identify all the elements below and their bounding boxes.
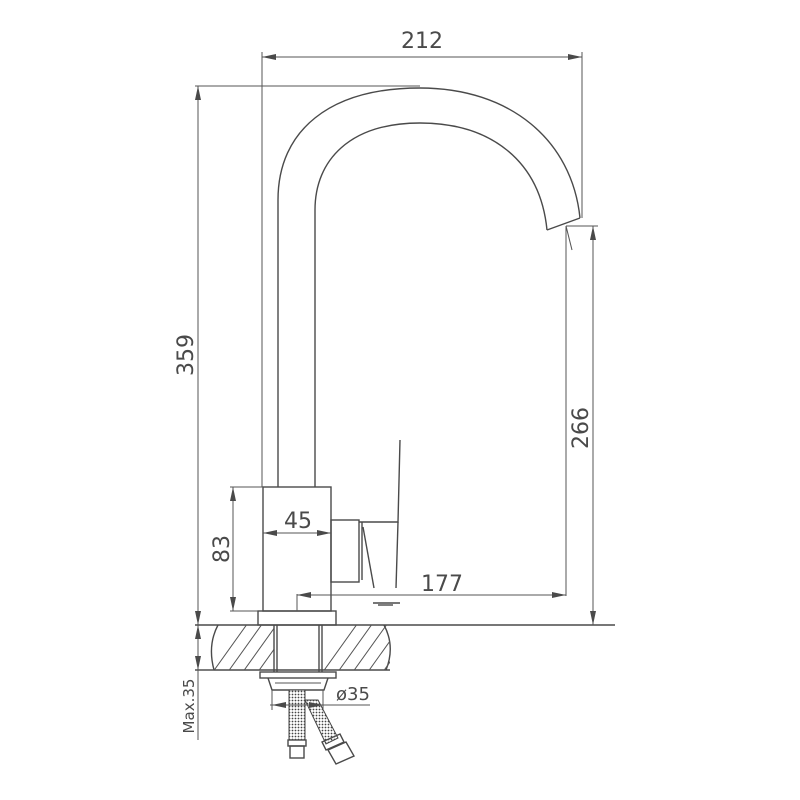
dimension-body-height: 83 — [210, 486, 263, 612]
dimension-overall-height: 359 — [174, 85, 420, 625]
faucet-outline — [257, 87, 581, 626]
dim-266-label: 266 — [569, 407, 594, 449]
dim-45-label: 45 — [284, 509, 312, 534]
dim-177-label: 177 — [421, 572, 463, 597]
dimension-max-thickness: Max.35 — [180, 625, 214, 740]
dimension-overall-width: 212 — [261, 29, 583, 487]
countertop-section — [195, 624, 615, 672]
dimension-mount-diameter: ø35 — [270, 684, 370, 710]
dimension-body-width: 45 — [263, 509, 331, 536]
dim-212-label: 212 — [401, 29, 443, 54]
dim-35-diameter-label: ø35 — [336, 684, 370, 705]
dim-max35-label: Max.35 — [180, 679, 198, 734]
dim-359-label: 359 — [174, 334, 199, 376]
mounting-hardware — [259, 671, 355, 765]
dim-83-label: 83 — [210, 535, 235, 563]
dimension-reach: 177 — [296, 225, 573, 611]
dimension-spout-height: 266 — [566, 225, 598, 625]
